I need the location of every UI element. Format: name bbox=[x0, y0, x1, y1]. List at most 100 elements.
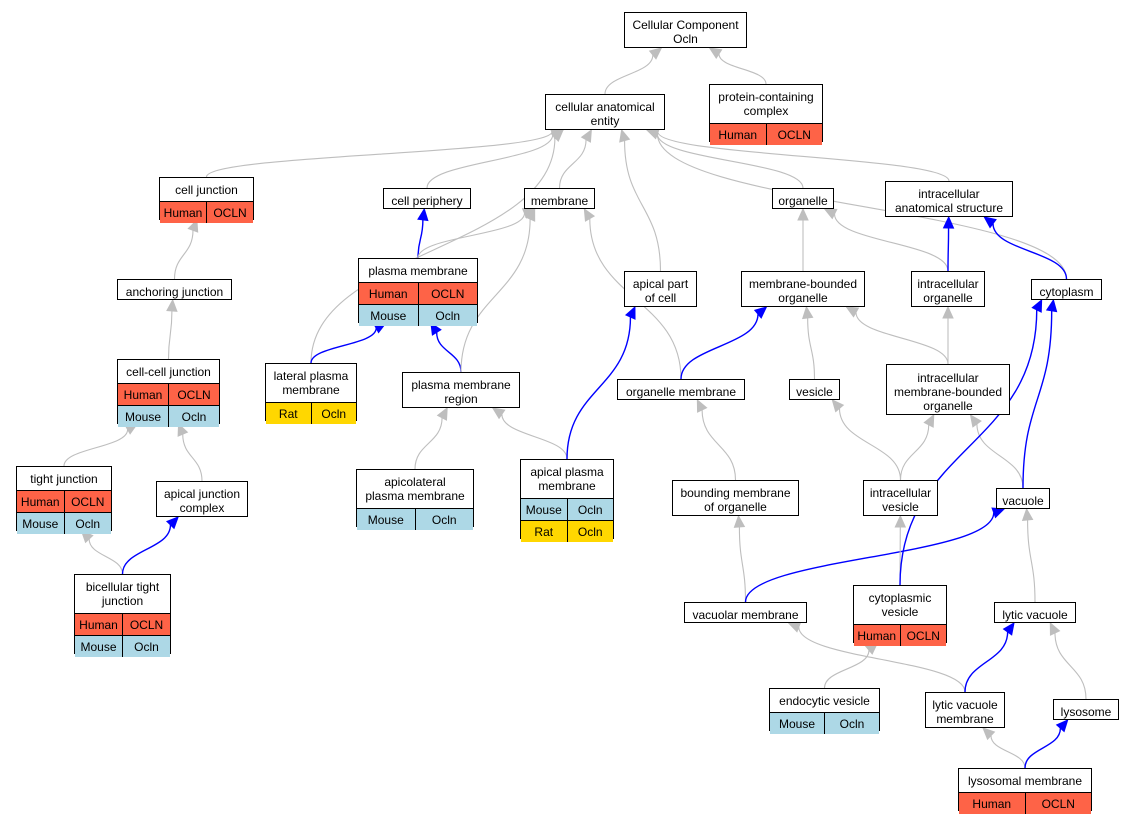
species-cell: Human bbox=[163, 205, 203, 220]
arrowhead bbox=[624, 305, 636, 320]
edge-is_a-vac-imbo bbox=[976, 423, 1024, 489]
edge-is_a-bmo-om bbox=[701, 409, 737, 481]
node-apc[interactable]: apical part of cell bbox=[624, 271, 697, 307]
node-label: cell periphery bbox=[391, 193, 463, 208]
arrowhead bbox=[823, 208, 838, 220]
edge-part_of-pmr-pm bbox=[435, 332, 462, 373]
species-cell: Mouse bbox=[367, 512, 404, 527]
node-label: plasma membrane region bbox=[411, 378, 511, 406]
gene-cell: Ocln bbox=[310, 403, 357, 424]
node-mbo[interactable]: membrane-bounded organelle bbox=[741, 271, 865, 307]
node-label: endocytic vesicle bbox=[779, 693, 870, 708]
arrowhead bbox=[187, 218, 199, 233]
node-org[interactable]: organelle bbox=[772, 188, 834, 209]
edge-part_of-io-ias bbox=[947, 227, 950, 272]
arrowhead bbox=[1045, 298, 1058, 313]
node-label: vesicle bbox=[796, 384, 833, 399]
edge-is_a-pcc-cc bbox=[718, 53, 767, 85]
species-cell: Mouse bbox=[124, 409, 162, 424]
edge-is_a-mem-cae bbox=[558, 139, 587, 189]
node-ajc[interactable]: apical junction complex bbox=[156, 481, 248, 517]
node-lvm[interactable]: lytic vacuole membrane bbox=[925, 692, 1005, 728]
node-label: organelle bbox=[778, 193, 828, 208]
species-cell: Rat bbox=[278, 406, 298, 421]
node-label: membrane-bounded organelle bbox=[748, 277, 858, 305]
node-lys[interactable]: lysosome bbox=[1053, 699, 1119, 720]
node-aj[interactable]: anchoring junction bbox=[117, 279, 232, 300]
arrowhead bbox=[942, 215, 955, 229]
edge-is_a-aj-cj bbox=[173, 230, 194, 280]
node-cp[interactable]: cell periphery bbox=[383, 188, 471, 209]
edge-is_a-org-cae bbox=[656, 133, 804, 189]
arrowhead bbox=[436, 406, 448, 421]
edge-part_of-vac-cyto bbox=[1022, 310, 1053, 489]
arrowhead bbox=[831, 399, 845, 413]
node-label: Cellular Component Ocln bbox=[632, 18, 739, 46]
node-label: cell-cell junction bbox=[126, 364, 211, 379]
arrowhead bbox=[982, 727, 996, 741]
node-label: lysosome bbox=[1060, 704, 1112, 719]
node-label: cytoplasm bbox=[1039, 284, 1094, 299]
arrowhead bbox=[696, 398, 708, 413]
node-cae[interactable]: cellular anatomical entity bbox=[545, 94, 665, 130]
arrowhead bbox=[753, 306, 768, 319]
node-label: apical plasma membrane bbox=[530, 465, 604, 493]
node-cyto[interactable]: cytoplasm bbox=[1031, 279, 1102, 300]
node-vac[interactable]: vacuole bbox=[996, 488, 1050, 509]
node-label: intracellular vesicle bbox=[869, 486, 932, 514]
arrowhead bbox=[580, 128, 592, 143]
edge-part_of-om-mbo bbox=[680, 314, 759, 380]
arrowhead bbox=[417, 207, 429, 222]
node-ves[interactable]: vesicle bbox=[789, 379, 840, 400]
node-label: cytoplasmic vesicle bbox=[868, 591, 932, 619]
gene-cell: OCLN bbox=[63, 491, 112, 512]
node-io[interactable]: intracellular organelle bbox=[911, 271, 985, 307]
edge-is_a-apm-pmr bbox=[501, 414, 568, 460]
edge-is_a-cp-cae bbox=[426, 134, 554, 189]
arrowhead bbox=[894, 514, 907, 528]
gene-cell: OCLN bbox=[122, 614, 170, 635]
edge-is_a-apc-cae bbox=[624, 140, 662, 272]
edge-is_a-ev-cv bbox=[823, 650, 870, 689]
node-label: bounding membrane of organelle bbox=[680, 486, 791, 514]
node-label: anchoring junction bbox=[125, 284, 224, 299]
node-ias[interactable]: intracellular anatomical structure bbox=[885, 181, 1013, 217]
edge-is_a-lpm-cae bbox=[310, 137, 556, 364]
arrowhead bbox=[1021, 507, 1034, 521]
node-bmo[interactable]: bounding membrane of organelle bbox=[672, 480, 799, 516]
species-cell: Human bbox=[857, 628, 897, 643]
node-lv[interactable]: lytic vacuole bbox=[994, 602, 1076, 623]
edge-is_a-imbo-mbo bbox=[855, 312, 949, 365]
arrowhead bbox=[801, 305, 814, 320]
arrowhead bbox=[165, 516, 179, 530]
edge-part_of-cyto-ias bbox=[992, 223, 1068, 280]
edge-is_a-lm-lvm bbox=[990, 735, 1026, 769]
node-label: intracellular organelle bbox=[917, 277, 979, 305]
node-cc[interactable]: Cellular Component Ocln bbox=[624, 12, 747, 48]
node-iv[interactable]: intracellular vesicle bbox=[863, 480, 938, 516]
edge-part_of-vm-vac bbox=[744, 512, 995, 603]
node-om[interactable]: organelle membrane bbox=[617, 379, 745, 400]
node-vm[interactable]: vacuolar membrane bbox=[684, 602, 807, 623]
arrowhead bbox=[1049, 621, 1061, 636]
node-mem[interactable]: membrane bbox=[524, 188, 595, 209]
node-label: lytic vacuole membrane bbox=[932, 698, 998, 726]
node-imbo[interactable]: intracellular membrane-bounded organelle bbox=[886, 364, 1010, 415]
gene-cell: Ocln bbox=[122, 636, 170, 657]
node-pmr[interactable]: plasma membrane region bbox=[402, 372, 520, 408]
edge-part_of-btj-ajc bbox=[121, 524, 172, 575]
